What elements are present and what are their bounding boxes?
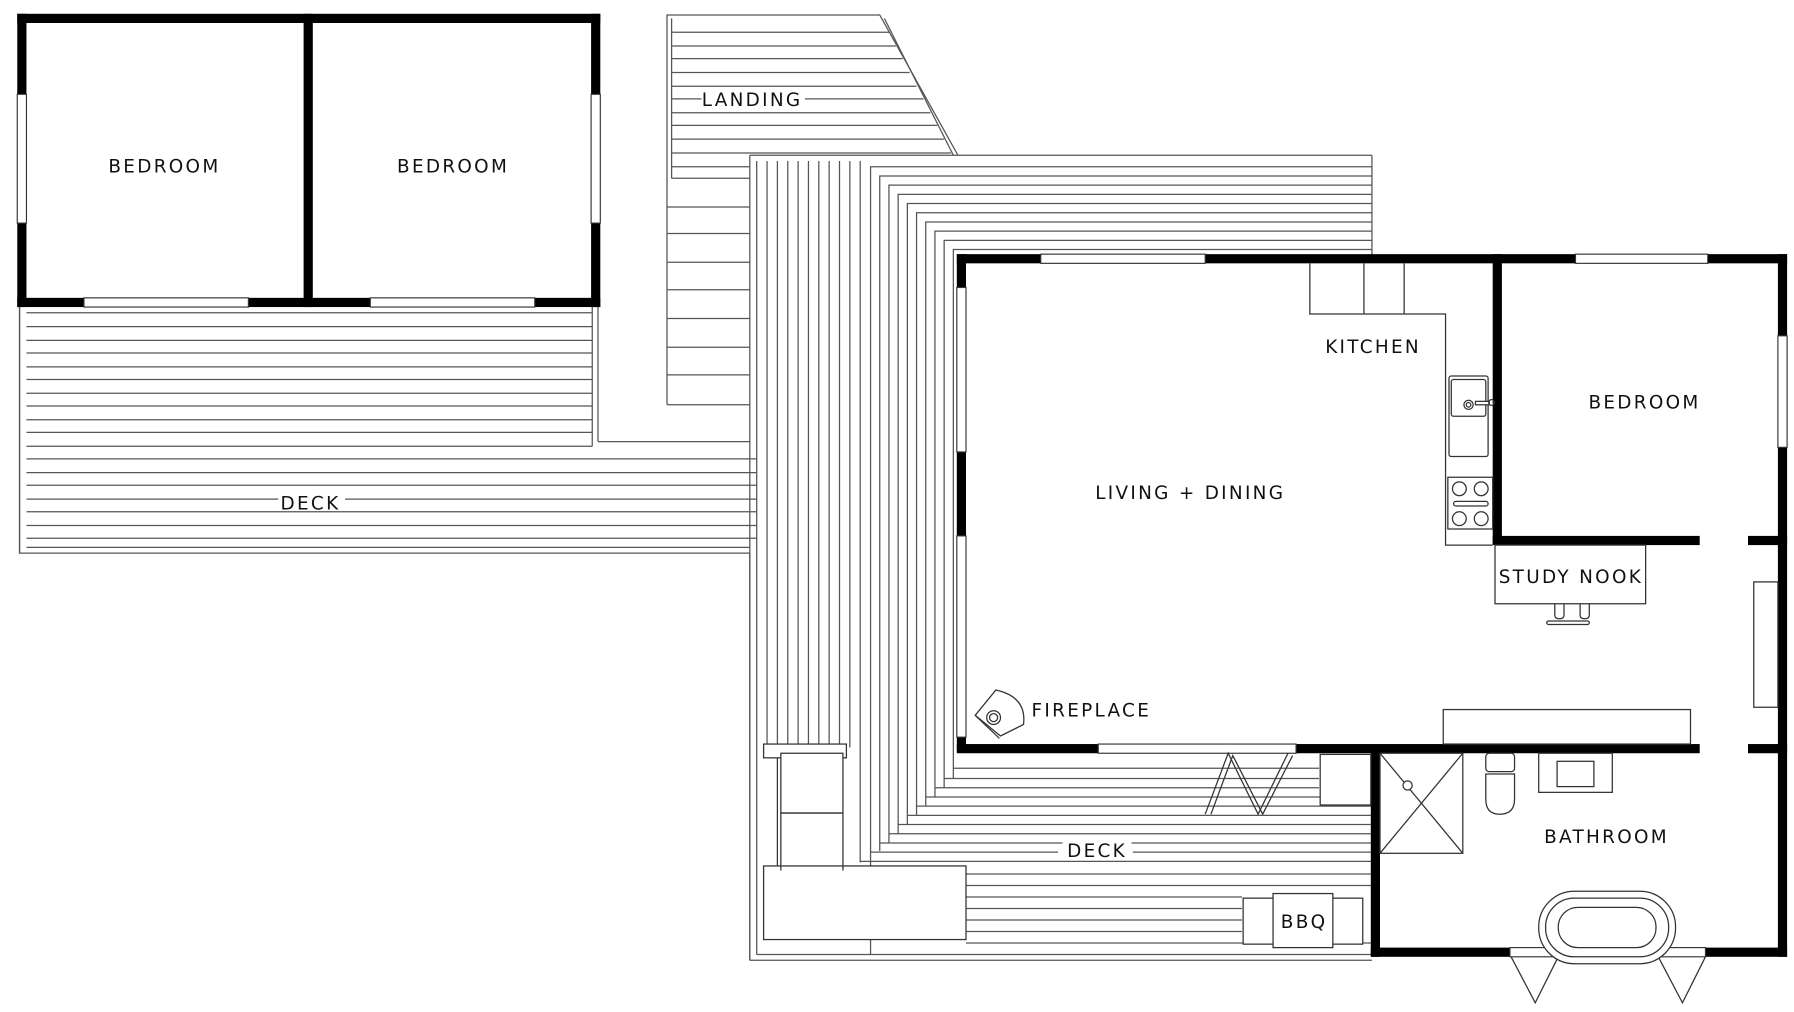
- deck-bench-seat: [762, 743, 967, 941]
- label-bathroom: BATHROOM: [1544, 827, 1669, 848]
- vanity-basin: [1538, 752, 1613, 793]
- label-bedroom-1: BEDROOM: [108, 157, 220, 178]
- bedroom-wing-walls: [16, 13, 601, 308]
- shower: [1379, 752, 1464, 854]
- label-living-dining: LIVING + DINING: [1095, 483, 1285, 504]
- label-fireplace: FIREPLACE: [1032, 700, 1152, 721]
- deck-wrap-boards: [749, 154, 1373, 961]
- label-bbq: BBQ: [1281, 912, 1328, 933]
- room-labels: BEDROOM BEDROOM LANDING DECK KITCHEN BED…: [108, 88, 1700, 933]
- label-study-nook: STUDY NOOK: [1499, 567, 1643, 588]
- label-kitchen: KITCHEN: [1325, 337, 1421, 358]
- label-landing: LANDING: [702, 90, 803, 111]
- wall-storage: [1442, 581, 1779, 745]
- bifold-door-bathroom: [1510, 956, 1707, 1005]
- fireplace-icon: [974, 689, 1025, 739]
- label-bedroom-2: BEDROOM: [397, 157, 509, 178]
- bbq-unit: [1242, 892, 1364, 949]
- deck-west-boards: [18, 302, 757, 961]
- landing-boards: [666, 14, 959, 406]
- kitchen-sink: [1448, 375, 1496, 458]
- study-desk: [1494, 544, 1647, 626]
- cooktop: [1447, 476, 1494, 530]
- bathtub: [1538, 890, 1677, 965]
- kitchen-cabinets: [1309, 263, 1493, 546]
- deck-storage-box: [1319, 753, 1372, 806]
- toilet: [1485, 752, 1516, 815]
- label-deck-west: DECK: [281, 493, 341, 514]
- bifold-door-living: [1204, 751, 1294, 816]
- label-bedroom-3: BEDROOM: [1588, 392, 1700, 413]
- label-deck-south: DECK: [1067, 841, 1127, 862]
